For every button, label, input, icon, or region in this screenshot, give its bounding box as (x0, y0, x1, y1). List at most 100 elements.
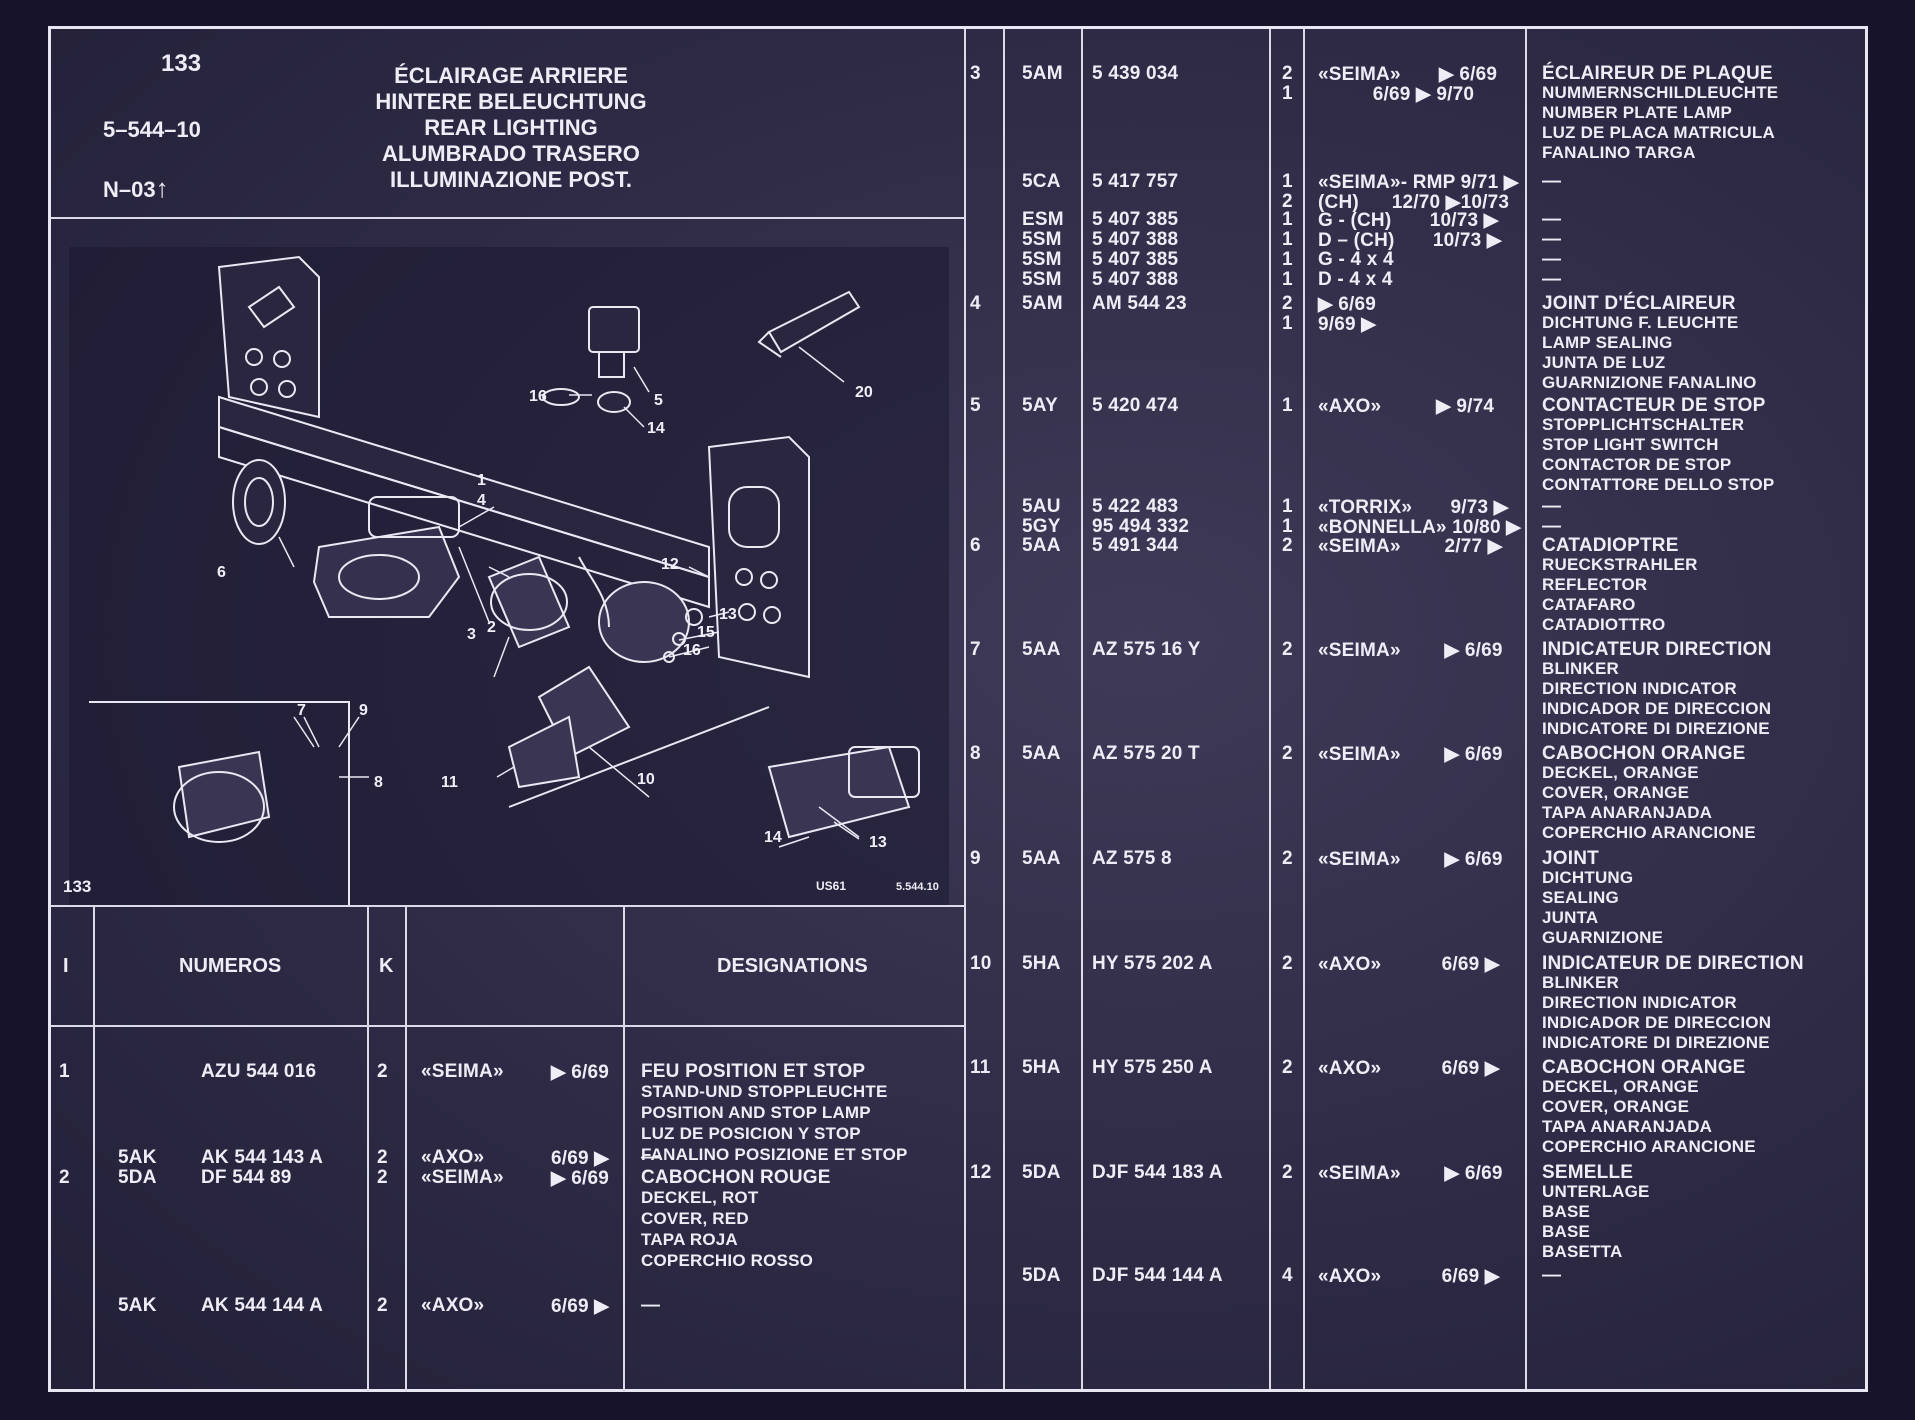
row-designation-main: CABOCHON ORANGE (1542, 743, 1746, 764)
row-maker: «SEIMA» ▶ 6/69 (1318, 64, 1498, 85)
row-quantity: 1 (1282, 313, 1293, 334)
row-designation: BASE (1542, 1222, 1591, 1241)
row-date: 6/69 ▶ (551, 1148, 610, 1169)
row-quantity: 1 (1282, 269, 1293, 290)
row-maker: 9/69 ▶ (1318, 314, 1377, 335)
row-part-number: 5 420 474 (1092, 395, 1179, 416)
right-col-line (1269, 29, 1271, 1389)
row-designation: DECKEL, ORANGE (1542, 1077, 1699, 1096)
col-numeros-header: NUMEROS (179, 955, 282, 977)
row-maker: G - 4 x 4 (1318, 249, 1394, 270)
row-maker: «TORRIX» 9/73 ▶ (1318, 497, 1509, 518)
row-designation: FANALINO POSIZIONE ET STOP (641, 1145, 908, 1164)
row-code: 5DA (1022, 1162, 1061, 1183)
callout-10: 10 (637, 771, 655, 788)
callout-2: 2 (487, 619, 496, 636)
row-designation: DICHTUNG F. LEUCHTE (1542, 313, 1739, 332)
row-code: 5HA (1022, 953, 1061, 974)
row-designation: BASE (1542, 1202, 1591, 1221)
row-designation: TAPA ANARANJADA (1542, 1117, 1713, 1136)
row-designation: INDICATORE DI DIREZIONE (1542, 719, 1770, 738)
row-designation-main: CONTACTEUR DE STOP (1542, 395, 1766, 416)
row-quantity: 2 (1282, 1057, 1293, 1078)
row-quantity: 1 (1282, 249, 1293, 270)
row-item-number: 8 (970, 743, 981, 764)
title-block: ÉCLAIRAGE ARRIERE HINTERE BELEUCHTUNG RE… (341, 63, 681, 193)
row-designation: REFLECTOR (1542, 575, 1648, 594)
left-table-grid (51, 905, 964, 1392)
row-designation-main: CABOCHON ORANGE (1542, 1057, 1746, 1078)
row-maker: «SEIMA» 2/77 ▶ (1318, 536, 1503, 557)
row-designation-main: INDICATEUR DE DIRECTION (1542, 953, 1804, 974)
row-designation: COPERCHIO ARANCIONE (1542, 1137, 1756, 1156)
row-code: 5AA (1022, 639, 1061, 660)
page-number: 133 (161, 50, 202, 77)
callout-12: 12 (661, 556, 679, 573)
parts-sheet: 133 5–544–10 N–03↑ ÉCLAIRAGE ARRIERE HIN… (48, 26, 1868, 1392)
callout-16: 16 (683, 642, 701, 659)
right-col-line (1003, 29, 1005, 1389)
row-code: 5AA (1022, 743, 1061, 764)
row-designation-main: — (1542, 229, 1562, 250)
callout-15: 15 (697, 624, 715, 641)
row-code: 5HA (1022, 1057, 1061, 1078)
row-quantity: 2 (1282, 848, 1293, 869)
row-designation: DIRECTION INDICATOR (1542, 993, 1737, 1012)
row-item-number: 1 (59, 1061, 70, 1082)
row-item-number: 5 (970, 395, 981, 416)
col-line (623, 905, 625, 1392)
row-maker: «AXO» (421, 1147, 485, 1168)
row-code: 5CA (1022, 171, 1061, 192)
row-designation: LUZ DE PLACA MATRICULA (1542, 123, 1775, 142)
row-designation: DICHTUNG (1542, 868, 1634, 887)
row-designation: BASETTA (1542, 1242, 1623, 1261)
col-designations-header: DESIGNATIONS (717, 955, 868, 977)
callout-9: 9 (359, 702, 368, 719)
row-item-number: 6 (970, 535, 981, 556)
row-maker: «AXO» ▶ 9/74 (1318, 396, 1495, 417)
row-designation-main: — (1542, 496, 1562, 517)
row-code: 5AK (118, 1147, 157, 1168)
row-designation: DECKEL, ROT (641, 1188, 759, 1207)
row-maker: «SEIMA» ▶ 6/69 (1318, 1163, 1503, 1184)
row-item-number: 10 (970, 953, 992, 974)
callout-6: 6 (217, 564, 226, 581)
row-designation: BLINKER (1542, 659, 1619, 678)
up-arrow-icon: ↑ (155, 173, 169, 203)
row-designation-main: SEMELLE (1542, 1162, 1634, 1183)
diagram-stamp: US61 (816, 879, 847, 893)
row-designation: STOP LIGHT SWITCH (1542, 435, 1719, 454)
index-code: N–03↑ (103, 175, 169, 203)
row-designation-main: FEU POSITION ET STOP (641, 1061, 866, 1082)
row-code: 5AK (118, 1295, 157, 1316)
row-quantity: 2 (1282, 743, 1293, 764)
callout-11: 11 (441, 774, 458, 791)
callout-13: 13 (719, 606, 737, 623)
ref-code: 5–544–10 (103, 117, 201, 142)
row-part-number: AZ 575 16 Y (1092, 639, 1201, 660)
row-designation-main: ÉCLAIREUR DE PLAQUE (1542, 63, 1773, 84)
row-date: ▶ 6/69 (551, 1062, 610, 1083)
row-item-number: 11 (970, 1057, 991, 1078)
row-maker: «BONNELLA» 10/80 ▶ (1318, 517, 1521, 538)
col-i-header: I (63, 955, 69, 977)
row-part-number: 5 491 344 (1092, 535, 1179, 556)
row-code: 5AM (1022, 293, 1063, 314)
row-item-number: 2 (59, 1167, 70, 1188)
row-quantity: 2 (377, 1295, 388, 1316)
row-part-number: HY 575 250 A (1092, 1057, 1213, 1078)
row-code: 5AA (1022, 848, 1061, 869)
row-designation: DECKEL, ORANGE (1542, 763, 1699, 782)
row-item-number: 7 (970, 639, 981, 660)
table-header-line (51, 1025, 964, 1027)
row-maker: «SEIMA»- RMP 9/71 ▶ (1318, 172, 1519, 193)
right-col-line (1303, 29, 1305, 1389)
row-quantity: 2 (377, 1167, 388, 1188)
row-designation-main: — (641, 1147, 661, 1168)
row-code: 5AY (1022, 395, 1058, 416)
row-quantity: 1 (1282, 83, 1293, 104)
row-designation: CONTACTOR DE STOP (1542, 455, 1732, 474)
row-part-number: DJF 544 144 A (1092, 1265, 1223, 1286)
row-designation: RUECKSTRAHLER (1542, 555, 1698, 574)
